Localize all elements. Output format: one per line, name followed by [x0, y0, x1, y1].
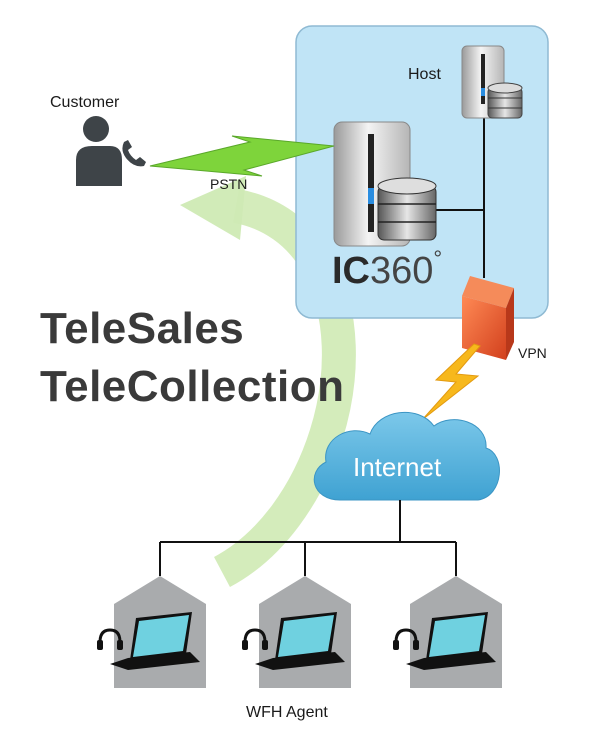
person-icon: [76, 116, 122, 186]
headset-icon: [393, 628, 419, 650]
vpn-lightning-icon: [421, 343, 481, 421]
laptop-icon: [255, 612, 345, 670]
return-arrow: [180, 176, 356, 588]
headset-icon: [97, 628, 123, 650]
ic360-logo-degree: °: [433, 246, 443, 271]
pstn-lightning-icon: [149, 135, 335, 177]
ic360-database-icon: [377, 177, 437, 241]
pstn-label: PSTN: [210, 176, 248, 192]
phone-icon: [122, 140, 146, 167]
firewall-icon: [462, 276, 514, 360]
wfh-agent-label: WFH Agent: [246, 704, 328, 721]
vpn-label: VPN: [518, 345, 547, 361]
host-label: Host: [408, 66, 441, 83]
internet-label: Internet: [353, 452, 442, 482]
customer-label: Customer: [50, 94, 120, 111]
ic360-logo-number: 360: [370, 250, 434, 292]
ic360-logo: IC360°: [332, 246, 442, 293]
host-database-icon: [487, 82, 523, 119]
headline-telesales: TeleSales: [40, 304, 245, 353]
agent-links: [159, 500, 457, 576]
headset-icon: [242, 628, 268, 650]
ic360-logo-ic: IC: [332, 250, 370, 292]
headline-telecollection: TeleCollection: [40, 362, 345, 411]
laptop-icon: [110, 612, 200, 670]
laptop-icon: [406, 612, 496, 670]
datacenter-links: [436, 118, 485, 278]
cloud-icon: [313, 411, 500, 501]
